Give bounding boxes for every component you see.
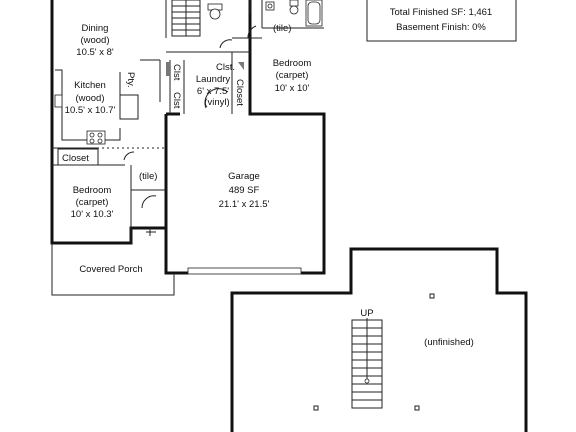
label-tile-hall: (tile) [139, 171, 157, 182]
svg-text:Laundry: Laundry [196, 74, 231, 85]
label-covered-porch: Covered Porch [79, 264, 142, 275]
svg-text:10.5' x 10.7': 10.5' x 10.7' [65, 105, 116, 116]
svg-text:Dining: Dining [82, 23, 109, 34]
basement-finish: Basement Finish: 0% [396, 22, 486, 33]
label-kitchen: Kitchen (wood) 10.5' x 10.7' [65, 80, 116, 116]
stove-icon [86, 130, 106, 145]
basement-stairs [351, 318, 383, 409]
label-unfinished: (unfinished) [424, 337, 474, 348]
svg-text:10.5' x 8': 10.5' x 8' [76, 47, 114, 58]
label-up: UP [360, 308, 373, 319]
svg-text:10' x 10.3': 10' x 10.3' [71, 209, 114, 220]
svg-text:Bedroom: Bedroom [73, 185, 112, 196]
svg-text:489 SF: 489 SF [229, 185, 260, 196]
info-box: Total Finished SF: 1,461 Basement Finish… [366, 0, 517, 42]
svg-text:(carpet): (carpet) [76, 197, 109, 208]
label-closet-left: Closet [57, 148, 99, 166]
toilet-icon [207, 3, 223, 20]
closet-shelf [166, 62, 170, 76]
door-swings [123, 25, 257, 236]
label-dining: Dining (wood) 10.5' x 8' [76, 23, 114, 58]
svg-text:6' x 7.5': 6' x 7.5' [197, 86, 229, 97]
label-closet-vertical: Closet [234, 79, 245, 106]
bath-fixtures-icon [265, 0, 323, 27]
kitchen-counters [55, 69, 139, 141]
svg-text:(wood): (wood) [80, 35, 109, 46]
covered-porch [51, 243, 175, 296]
interior-walls [52, 0, 324, 243]
svg-text:Garage: Garage [228, 171, 260, 182]
basement-walls [230, 247, 528, 432]
svg-text:(carpet): (carpet) [276, 70, 309, 81]
svg-text:21.1' x 21.5': 21.1' x 21.5' [219, 199, 270, 210]
total-finished-sf: Total Finished SF: 1,461 [390, 7, 492, 18]
label-garage: Garage 489 SF 21.1' x 21.5' [219, 171, 270, 210]
closet-marker [238, 62, 244, 70]
basement-posts [313, 293, 435, 411]
label-bedroom-left: Bedroom (carpet) 10' x 10.3' [71, 185, 114, 220]
main-stairs [171, 0, 201, 37]
svg-text:Bedroom: Bedroom [273, 58, 312, 69]
label-clst-a: Clst [171, 64, 182, 81]
label-clst-laundry: Clst. [216, 62, 235, 73]
label-pantry: Pty. [125, 72, 136, 88]
svg-text:Closet: Closet [62, 153, 89, 164]
svg-text:(vinyl): (vinyl) [204, 97, 229, 108]
label-clst-b: Clst [171, 92, 182, 109]
label-bedroom-right: Bedroom (carpet) 10' x 10' [273, 58, 312, 94]
svg-text:Kitchen: Kitchen [74, 80, 106, 91]
garage-door [187, 267, 302, 275]
svg-text:(wood): (wood) [75, 93, 104, 104]
svg-text:10' x 10': 10' x 10' [275, 83, 310, 94]
sink-icon [54, 94, 63, 108]
label-laundry: Laundry 6' x 7.5' (vinyl) [196, 74, 231, 108]
label-tile-bath: (tile) [273, 23, 291, 34]
